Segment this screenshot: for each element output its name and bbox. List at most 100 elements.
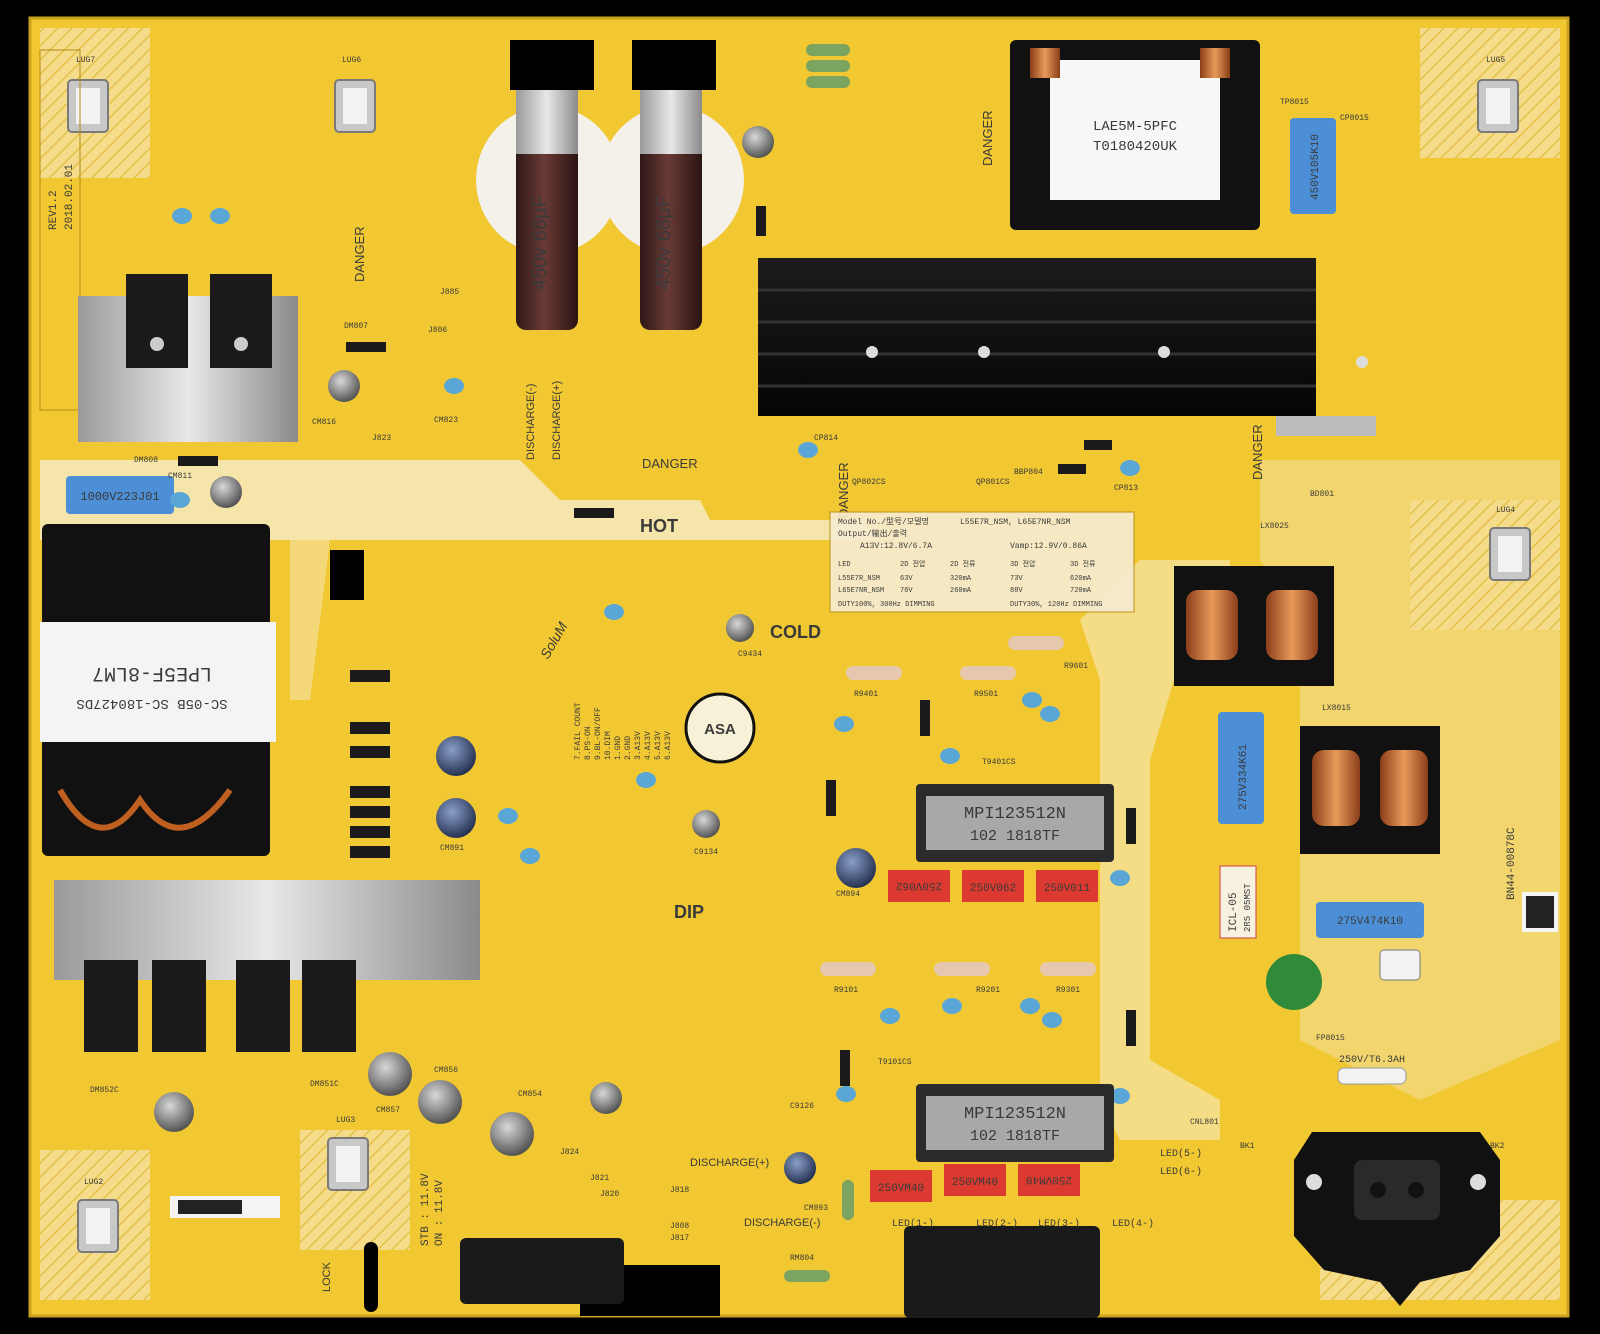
ref-r9201: R9201 (976, 986, 1000, 995)
ref-dm851: DM851C (310, 1080, 339, 1089)
spec-r2c2: 260mA (950, 587, 972, 595)
film-cap-c9301: 250VM40 (1026, 1173, 1072, 1185)
danger-label-mid: DANGER (836, 462, 851, 518)
ref-j821: J821 (590, 1174, 609, 1183)
x-cap-top: 450V105K10 (1290, 118, 1336, 214)
ref-cm857: CM857 (376, 1106, 400, 1115)
ref-bd801: BD801 (1310, 490, 1334, 499)
board-cutout-lower (364, 1242, 378, 1312)
spec-r2c4: 720mA (1070, 587, 1092, 595)
ac-inlet (1294, 1132, 1500, 1306)
ref-bbp804: BBP804 (1014, 468, 1043, 477)
lug2 (77, 1199, 119, 1253)
diodes (178, 206, 1136, 1086)
danger-label-left: DANGER (352, 226, 367, 282)
discharge-minus-label: DISCHARGE(-) (525, 384, 537, 460)
spec-r0c3: 3D 전압 (1010, 559, 1036, 569)
choke-lx8025 (1174, 566, 1334, 686)
spec-r0c2: 2D 전류 (950, 559, 976, 569)
led-pin-6: LED(6-) (1160, 1166, 1202, 1178)
cn801-pin-list: 1.GND 2.GND 3.A13V 4.A13V 5.A13V 6.A13V … (574, 702, 673, 760)
lug4 (1489, 527, 1531, 581)
on-label: ON : 11.8V (434, 1180, 446, 1246)
ref-j818: J818 (670, 1186, 689, 1195)
reference-designators: J885 J806 DM807 CM816 CM823 DM808 CM811 … (76, 56, 1515, 1263)
spec-output: Output/输出/출력 (838, 528, 907, 539)
lug3 (327, 1137, 369, 1191)
bulk-capacitor-1: 450v 68μF (476, 90, 620, 330)
led-pin-3: LED(3-) (1038, 1218, 1080, 1230)
choke-lx8015 (1300, 726, 1440, 854)
dip-label: DIP (674, 902, 704, 922)
spec-r1c4: 620mA (1070, 575, 1092, 583)
ref-cm856: CM856 (434, 1066, 458, 1075)
ref-j817: J817 (670, 1234, 689, 1243)
ref-j808: J808 (670, 1222, 689, 1231)
lug5 (1477, 79, 1519, 133)
part-number-label: BN44-00878C (1506, 827, 1518, 900)
ref-c9134: C9134 (694, 848, 718, 857)
ref-cm823: CM823 (434, 416, 458, 425)
ref-rm804: RM804 (790, 1254, 814, 1263)
ref-bk2: BK2 (1490, 1142, 1505, 1151)
ref-j806: J806 (428, 326, 447, 335)
rev-block: REV1.2 2018.02.01 (39, 49, 81, 411)
ref-t9101: T9101CS (878, 1058, 912, 1067)
film-caps-bottom: 250VM40 250VM40 250VM40 (870, 1164, 1080, 1202)
heatsink (758, 258, 1376, 436)
discharge-minus-label-bottom: DISCHARGE(-) (744, 1217, 820, 1229)
date-text: 2018.02.01 (64, 164, 76, 230)
cn801-pin-2: 2.GND (624, 736, 633, 760)
icl-value: 2R5 05MST (1243, 883, 1253, 932)
ref-cp813: CP813 (1114, 484, 1138, 493)
ref-cm891: CM891 (440, 844, 464, 853)
fuse (1337, 1067, 1407, 1085)
pcb-edge (28, 16, 1570, 1318)
ref-lug7: LUG7 (76, 56, 95, 65)
ref-lug5: LUG5 (1486, 56, 1505, 65)
bridge-heatsink (78, 274, 298, 442)
cn801-pin-6: 6.A13V (664, 731, 673, 760)
lug7 (67, 79, 109, 133)
spec-r1c0: L55E7R_NSM (838, 575, 880, 583)
icl-label: ICL-05 (1228, 892, 1240, 932)
spec-r0c1: 2D 전압 (900, 559, 926, 569)
led-connector-labels: LED(1-) LED(2-) LED(3-) LED(4-) LED(5-) … (892, 1148, 1202, 1230)
hot-label: HOT (640, 516, 678, 536)
ref-cm854: CM854 (518, 1090, 542, 1099)
spec-r2c1: 76V (900, 587, 913, 595)
film-cap-c9401: 250V062 (896, 879, 942, 891)
cn801-pin-8: 8.PS-ON (584, 726, 593, 760)
discharge-plus-label-bottom: DISCHARGE(+) (690, 1157, 769, 1169)
y-cap-left-label: 1000V223J01 (80, 490, 159, 504)
standby-electrolytics (154, 126, 876, 1184)
film-cap-c9501: 250V062 (970, 883, 1016, 895)
asa-stamp: ASA (684, 692, 756, 764)
stb-label: STB : 11.8V (420, 1173, 432, 1246)
film-caps-top: 250V062 250V062 250V011 (888, 870, 1098, 902)
ref-j823: J823 (372, 434, 391, 443)
ref-r9301: R9301 (1056, 986, 1080, 995)
ref-dm852: DM852C (90, 1086, 119, 1095)
ref-r9601: R9601 (1064, 662, 1088, 671)
ref-bk1: BK1 (1240, 1142, 1255, 1151)
spec-r2c0: L65E7NR_NSM (838, 587, 884, 595)
danger-label-top: DANGER (980, 110, 995, 166)
film-cap-c9201: 250VM40 (952, 1177, 998, 1189)
danger-label-right: DANGER (1250, 424, 1265, 480)
board-cutout-top-mid (632, 40, 716, 90)
main-transformer-part: LAE5M-5PFC (1093, 119, 1177, 135)
ref-r9401: R9401 (854, 690, 878, 699)
varistor (1266, 954, 1322, 1010)
spec-r0c4: 3D 전류 (1070, 559, 1096, 569)
ref-c9126: C9126 (790, 1102, 814, 1111)
cn801-pin-5: 5.A13V (654, 731, 663, 760)
main-transformer: LAE5M-5PFC T0180420UK (1010, 40, 1260, 230)
led-pin-5: LED(5-) (1160, 1148, 1202, 1160)
ref-r9501: R9501 (974, 690, 998, 699)
ref-lx8025: LX8025 (1260, 522, 1289, 531)
spec-r3c0: DUTY100%, 300Hz DIMMING (838, 601, 935, 609)
ref-qp802: QP802CS (852, 478, 886, 487)
spec-r2c3: 88V (1010, 587, 1023, 595)
ref-c9434: C9434 (738, 650, 762, 659)
